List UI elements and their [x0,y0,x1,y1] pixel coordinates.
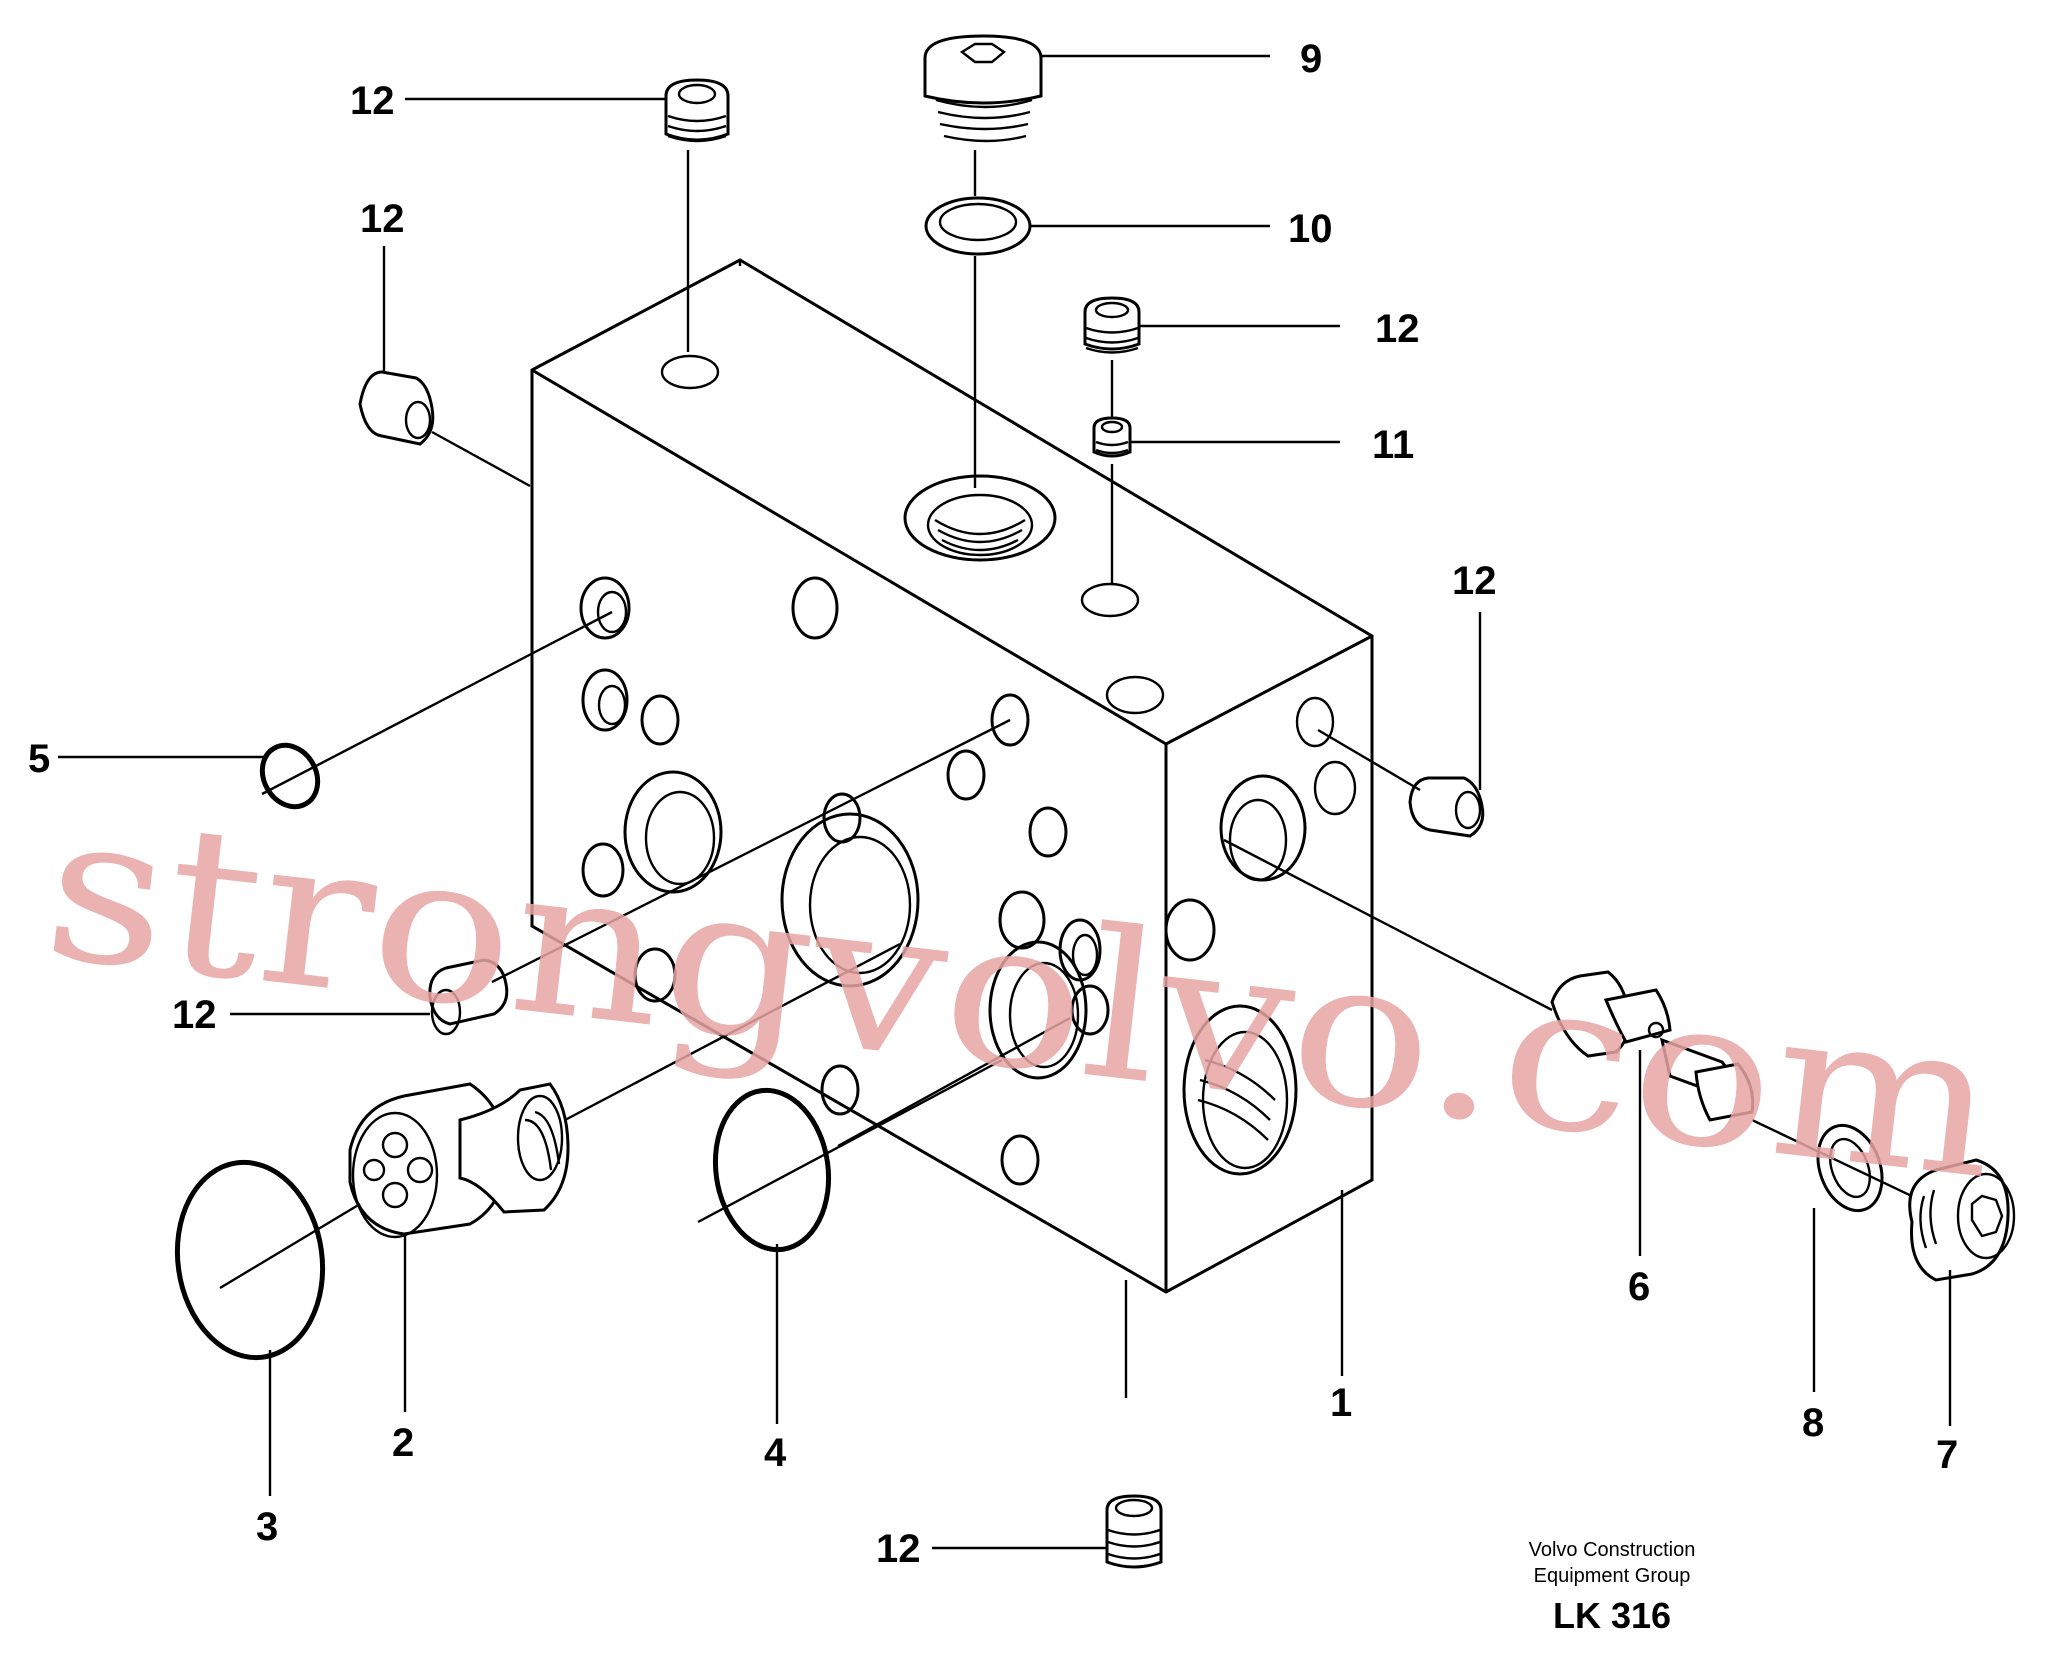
callout-8: 8 [1802,1401,1824,1445]
plug-12-bottom [1105,1280,1163,1569]
parts [174,34,2016,1569]
callout-12-upper-right: 12 [1375,307,1420,351]
footer-company-line1: Volvo Construction [1529,1539,1696,1561]
callout-3: 3 [256,1505,278,1549]
callout-12-lower-left: 12 [172,993,217,1037]
footer-drawing-code: LK 316 [1553,1595,1671,1636]
callout-7: 7 [1936,1433,1958,1477]
callout-4: 4 [764,1431,787,1475]
o-ring-3 [174,1159,361,1361]
plug-7 [1908,1158,2016,1282]
callout-leaders [58,54,1952,1550]
spool-6 [1223,838,1921,1202]
callout-12-right: 12 [1452,559,1497,603]
callout-2: 2 [392,1421,414,1465]
valve-cartridge-2 [348,942,901,1239]
plug-12-left [358,246,531,488]
ring-8 [1816,1123,1884,1213]
callout-6: 6 [1628,1265,1650,1309]
footer-company-line2: Equipment Group [1534,1565,1691,1587]
callout-12-left: 12 [360,197,405,241]
footer: Volvo Construction Equipment Group LK 31… [1529,1539,1696,1636]
plug-9 [923,34,1043,196]
callout-11: 11 [1372,423,1414,467]
callout-9: 9 [1300,37,1322,81]
o-ring-4 [697,1016,1071,1253]
plug-12-lower-left [428,718,1011,1036]
plug-12-right [1317,728,1485,838]
plug-12-top [664,78,730,352]
callout-12-top: 12 [350,79,395,123]
callout-12-bottom: 12 [876,1527,921,1571]
valve-block [530,258,1374,1294]
callout-1: 1 [1330,1381,1352,1425]
callout-labels: 9 10 12 12 12 11 12 5 12 3 2 4 1 6 8 7 1… [28,37,1958,1571]
o-ring-5 [259,610,613,810]
plug-12-upper-right [1083,296,1141,418]
restrictor-11 [1092,416,1132,584]
callout-10: 10 [1288,207,1333,251]
callout-5: 5 [28,737,50,781]
